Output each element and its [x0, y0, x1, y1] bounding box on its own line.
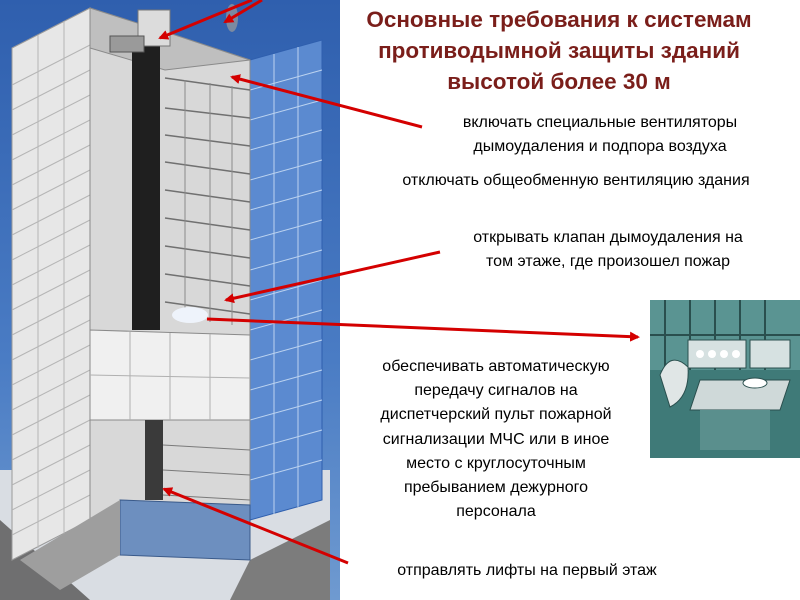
caption-valve: открывать клапан дымоудаления на том эта… [438, 226, 778, 274]
title-line: Основные требования к системам [366, 7, 752, 32]
control-room-details [650, 300, 800, 450]
smoke-puff [172, 307, 208, 323]
caption-line: передачу сигналов на [414, 382, 578, 400]
middle-block-windows [89, 332, 251, 420]
floor-slabs [164, 77, 251, 315]
building-cutaway [89, 7, 251, 521]
caption-line: пребыванием дежурного [403, 479, 589, 497]
building-left-face [11, 7, 91, 561]
caption-line: открывать клапан дымоудаления на [473, 229, 743, 246]
caption-fans: включать специальные вентиляторы дымоуда… [420, 111, 780, 159]
caption-general-ventilation: отключать общеобменную вентиляцию здания [356, 169, 796, 193]
caption-signals: обеспечивать автоматическую передачу сиг… [346, 355, 646, 524]
building-base [119, 499, 251, 561]
caption-line: место с круглосуточным [406, 454, 586, 472]
caption-elevators: отправлять лифты на первый этаж [354, 559, 700, 583]
caption-line: том этаже, где произошел пожар [486, 253, 730, 270]
roof-fan-housing [109, 35, 145, 53]
elevator-shaft [145, 420, 163, 500]
title-line: противодымной защиты зданий [378, 38, 740, 63]
caption-line: дымоудаления и подпора воздуха [473, 138, 727, 155]
caption-line: персонала [456, 503, 536, 521]
smoke-shaft [132, 40, 160, 330]
slide-title: Основные требования к системам противоды… [318, 4, 800, 97]
title-line: высотой более 30 м [447, 69, 671, 94]
left-facade-windows [11, 21, 91, 548]
caption-line: отключать общеобменную вентиляцию здания [402, 172, 750, 189]
caption-line: сигнализации МЧС или в иное [382, 430, 610, 448]
roof-smoke [226, 4, 238, 32]
caption-line: обеспечивать автоматическую [382, 358, 610, 375]
base-platform [20, 500, 120, 590]
caption-line: отправлять лифты на первый этаж [397, 562, 657, 579]
building-right-face [249, 39, 323, 521]
caption-line: диспетчерский пульт пожарной [380, 406, 612, 424]
caption-line: включать специальные вентиляторы [462, 114, 738, 131]
